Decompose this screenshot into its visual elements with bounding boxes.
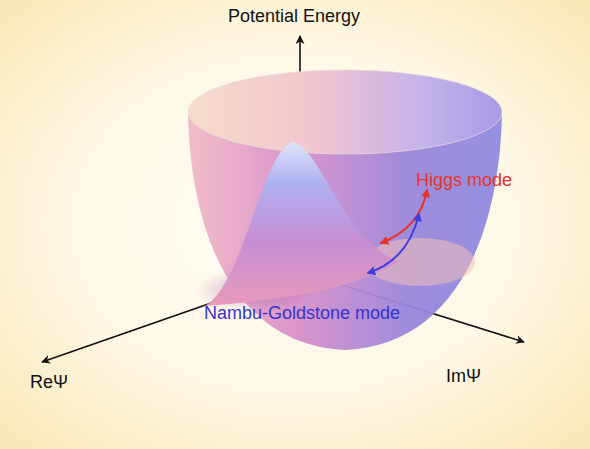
bowl-rim-interior — [188, 70, 502, 154]
axis-label: ReΨ — [30, 372, 68, 393]
goldstone-arrow — [368, 214, 419, 273]
bowl-rim — [188, 70, 502, 154]
axis-label: Potential Energy — [228, 6, 360, 27]
central-hump — [205, 142, 398, 306]
mode-label: Higgs mode — [416, 170, 512, 191]
higgs-arrow — [381, 190, 427, 243]
axis-label: ImΨ — [446, 366, 481, 387]
bowl-body — [188, 112, 502, 350]
mode-label: Nambu-Goldstone mode — [204, 303, 400, 324]
